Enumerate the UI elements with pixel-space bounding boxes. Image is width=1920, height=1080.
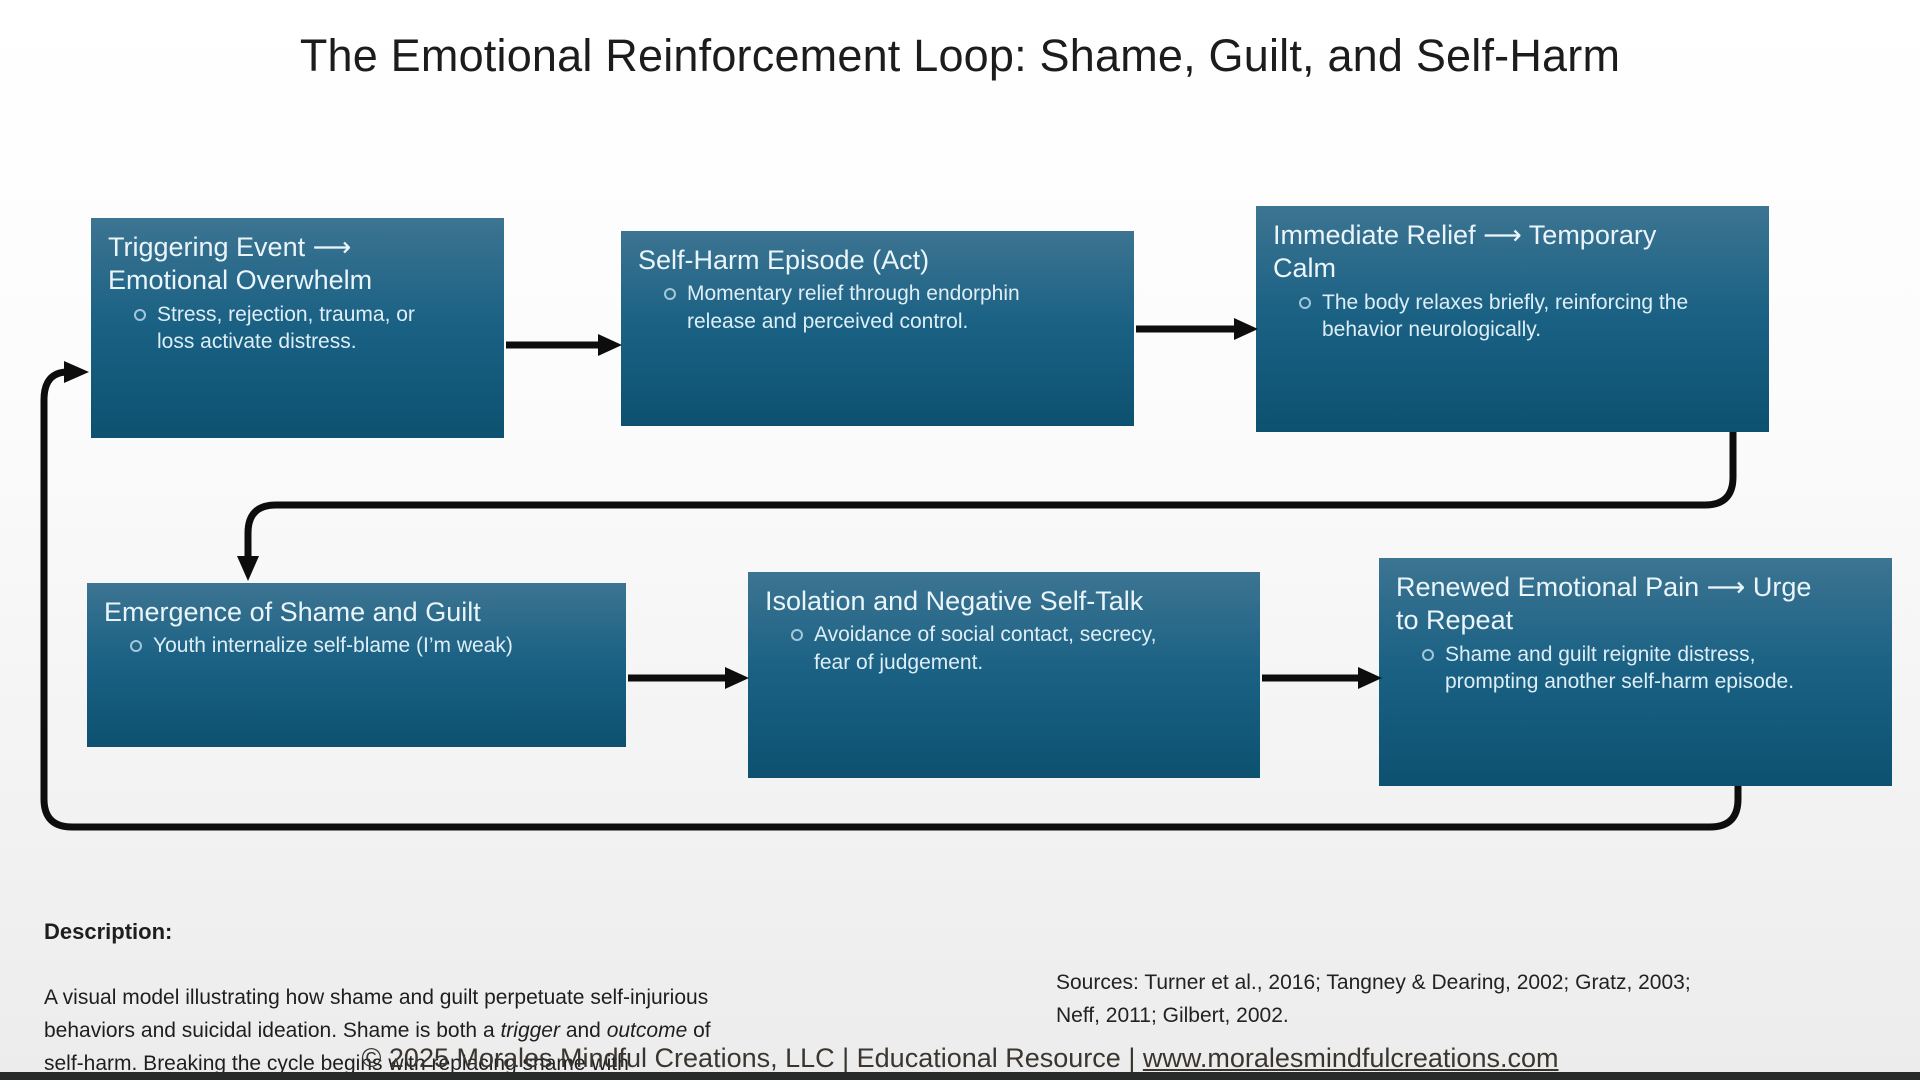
node-isolation-negative-self-talk: Isolation and Negative Self-Talk Avoidan… (748, 572, 1260, 778)
arrow-act-to-relief-icon (1136, 318, 1258, 340)
description-text: A visual model illustrating how shame an… (44, 986, 709, 1043)
node-heading: Renewed Emotional Pain ⟶ Urge to Repeat (1396, 572, 1812, 636)
node-emergence-of-shame: Emergence of Shame and Guilt Youth inter… (87, 583, 626, 747)
description-body: A visual model illustrating how shame an… (44, 982, 974, 1080)
node-bullet: Avoidance of social contact, secrecy, fe… (789, 621, 1244, 676)
description-text: and (559, 1019, 607, 1043)
arrow-trigger-to-act-icon (506, 334, 622, 356)
arrow-shame-to-isolation-icon (628, 667, 749, 689)
description-italic-outcome: outcome (606, 1019, 688, 1043)
description-heading: Description: (44, 918, 173, 944)
node-bullet: Stress, rejection, trauma, or loss activ… (132, 301, 488, 356)
node-renewed-emotional-pain: Renewed Emotional Pain ⟶ Urge to Repeat … (1379, 558, 1892, 786)
node-bullet: Youth internalize self-blame (I’m weak) (128, 632, 610, 659)
node-heading: Emergence of Shame and Guilt (104, 597, 481, 627)
node-bullet-list: Youth internalize self-blame (I’m weak) (104, 632, 610, 659)
node-bullet-list: Avoidance of social contact, secrecy, fe… (765, 621, 1244, 676)
node-bullet-list: Shame and guilt reignite distress, promp… (1396, 641, 1876, 696)
bottom-bar (0, 1072, 1920, 1080)
node-triggering-event: Triggering Event ⟶ Emotional Overwhelm S… (91, 218, 504, 438)
footer-copyright-text: © 2025 Morales Mindful Creations, LLC | … (361, 1043, 1143, 1073)
node-bullet-list: The body relaxes briefly, reinforcing th… (1273, 289, 1753, 344)
node-bullet: Shame and guilt reignite distress, promp… (1420, 641, 1876, 696)
sources-text: Sources: Turner et al., 2016; Tangney & … (1056, 971, 1691, 1027)
page-title: The Emotional Reinforcement Loop: Shame,… (299, 30, 1621, 81)
description-italic-trigger: trigger (500, 1019, 560, 1043)
footer: © 2025 Morales Mindful Creations, LLC | … (0, 1038, 1920, 1080)
node-bullet: The body relaxes briefly, reinforcing th… (1297, 289, 1753, 344)
node-heading: Immediate Relief ⟶ Temporary Calm (1273, 220, 1657, 284)
footer-website-link[interactable]: www.moralesmindfulcreations.com (1142, 1043, 1559, 1073)
node-self-harm-episode: Self-Harm Episode (Act) Momentary relief… (621, 231, 1134, 426)
node-immediate-relief: Immediate Relief ⟶ Temporary Calm The bo… (1256, 206, 1769, 432)
node-heading: Isolation and Negative Self-Talk (765, 586, 1144, 616)
description-block: Description: A visual model illustrating… (44, 882, 974, 1080)
node-bullet-list: Momentary relief through endorphin relea… (638, 280, 1118, 335)
node-bullet-list: Stress, rejection, trauma, or loss activ… (108, 301, 488, 356)
node-heading: Self-Harm Episode (Act) (638, 245, 930, 275)
node-heading: Triggering Event ⟶ Emotional Overwhelm (108, 232, 373, 296)
arrow-isolation-to-renewed-icon (1262, 667, 1382, 689)
node-bullet: Momentary relief through endorphin relea… (662, 280, 1118, 335)
description-text: of self-harm. Breaking the cycle begins … (44, 1019, 711, 1076)
